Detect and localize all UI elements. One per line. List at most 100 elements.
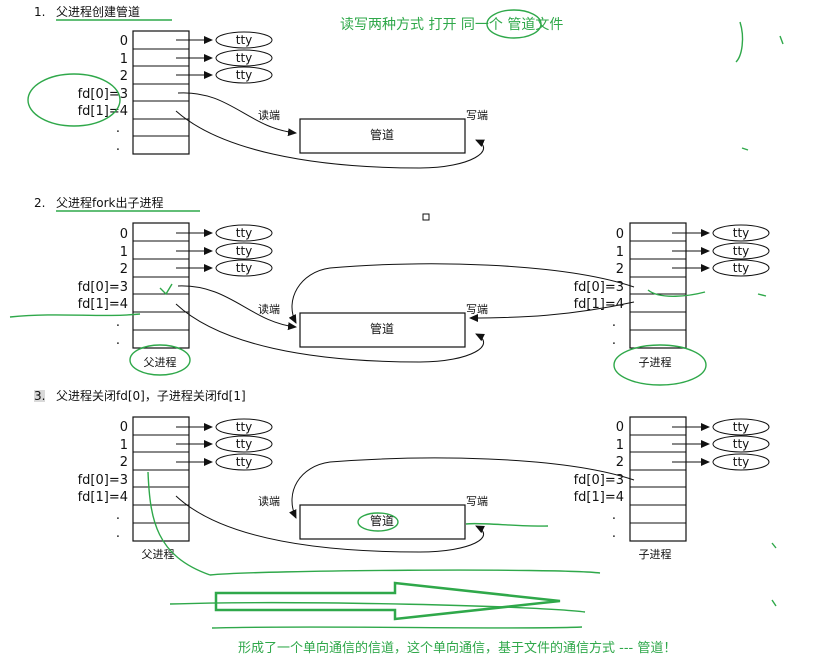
fd-label: 1 [616,438,624,453]
pipe-label: 管道 [370,513,394,528]
pipe-2: 管道 读端 写端 [175,263,635,363]
check-mark [159,283,173,296]
section-1-number: 1. [34,5,45,19]
child-fd-table [629,222,687,349]
tty-label: tty [733,226,750,240]
section-3-number: 3. [34,389,45,403]
fd-circle [27,73,121,127]
write-end-label: 写端 [466,303,488,316]
fd-label: 1 [120,438,128,453]
fd-label: . [612,526,616,541]
pipe-box [299,312,466,348]
tty-label: tty [733,420,750,434]
tty-group: tty tty tty [176,224,273,277]
fd-label: fd[1]=4 [78,104,128,119]
big-arrow-icon [214,581,561,621]
fd-label: 0 [120,420,128,435]
fd-label: 2 [120,455,128,470]
parent-read-arrow [177,285,297,331]
fd-label: 1 [120,52,128,67]
child-process-label: 子进程 [639,356,672,369]
fd-label: . [612,333,616,348]
fd-label: fd[1]=4 [78,297,128,312]
child-fd-labels: 0 1 2 fd[0]=3 fd[1]=4 . . [574,420,624,541]
child-process-label: 子进程 [639,548,672,561]
tty-label: tty [236,244,253,258]
scribble [647,289,706,297]
margin-mark [741,147,749,151]
margin-mark [771,542,777,549]
tty-label: tty [236,261,253,275]
child-read-arrow [289,457,635,519]
fd-label: fd[1]=4 [574,490,624,505]
parent-fd-labels: 0 1 2 fd[0]=3 fd[1]=4 . . [78,420,128,541]
tty-label: tty [236,455,253,469]
scribble [9,313,141,318]
section-2: 2. 父进程fork出子进程 0 1 2 fd[0]=3 fd[1]=4 . . [34,195,770,369]
fd-label: 0 [120,34,128,49]
fd-label: fd[0]=3 [574,280,624,295]
tty-label: tty [733,244,750,258]
tty-label: tty [733,455,750,469]
fd-label: . [612,508,616,523]
scribble [211,626,583,629]
pipe-box [299,504,466,540]
tty-label: tty [733,261,750,275]
section-3-title: 父进程关闭fd[0]，子进程关闭fd[1] [56,388,246,403]
read-arrow [177,92,297,137]
parent-process-label: 父进程 [144,356,177,369]
scribble [209,569,601,576]
read-end-label: 读端 [258,494,280,508]
tty-label: tty [236,51,253,65]
tty-label: tty [236,420,253,434]
tty-label: tty [733,437,750,451]
section-2-title: 父进程fork出子进程 [56,195,163,210]
read-end-label: 读端 [258,302,280,316]
fd-label: . [116,508,120,523]
fd-label: . [116,139,120,154]
margin-mark [771,599,777,607]
fd-label: fd[0]=3 [78,473,128,488]
fd-label: fd[1]=4 [78,490,128,505]
pipe-label: 管道 [370,321,394,336]
pipe-3: 管道 读端 写端 [175,457,635,553]
parent-circle [129,344,191,376]
margin-mark [779,35,784,45]
section-3-number-highlight [34,390,45,402]
cursor-box-icon [422,213,430,221]
tty-group: tty tty tty [672,224,770,277]
fd-label: . [612,315,616,330]
fd-label: 2 [120,69,128,84]
fd-label: 0 [120,227,128,242]
margin-mark [735,21,744,63]
fd-label: 2 [616,455,624,470]
fd-label: 1 [120,245,128,260]
tty-group: tty tty tty [176,31,273,84]
section-2-number: 2. [34,196,45,210]
fd-label: fd[0]=3 [78,280,128,295]
parent-fd-labels: 0 1 2 fd[0]=3 fd[1]=4 . . [78,34,128,154]
fd-label: 1 [616,245,624,260]
tty-label: tty [236,226,253,240]
child-fd-table [629,416,687,542]
child-fd-labels: 0 1 2 fd[0]=3 fd[1]=4 . . [574,227,624,348]
tty-label: tty [236,437,253,451]
fd-label: 0 [616,420,624,435]
child-write-arrow [469,301,635,322]
write-end-label: 写端 [466,109,488,122]
pipe-label: 管道 [370,127,394,142]
top-note: 读写两种方式 打开 同一个 管道文件 [340,16,563,33]
scribble [465,522,549,527]
scribble [169,602,586,613]
fd-label: fd[0]=3 [574,473,624,488]
parent-fd-table [132,416,190,542]
write-arrow [175,110,485,169]
fd-label: . [116,315,120,330]
child-circle [613,344,707,386]
handwritten-annotations: 读写两种方式 打开 同一个 管道文件 形成了一个单向通信的信道，这个单向通信，基… [9,9,784,656]
fd-label: 0 [616,227,624,242]
section-3: 3. 父进程关闭fd[0]，子进程关闭fd[1] 0 1 2 fd[0]=3 f… [34,388,770,561]
top-note-circle [486,9,542,39]
fd-label: . [116,333,120,348]
